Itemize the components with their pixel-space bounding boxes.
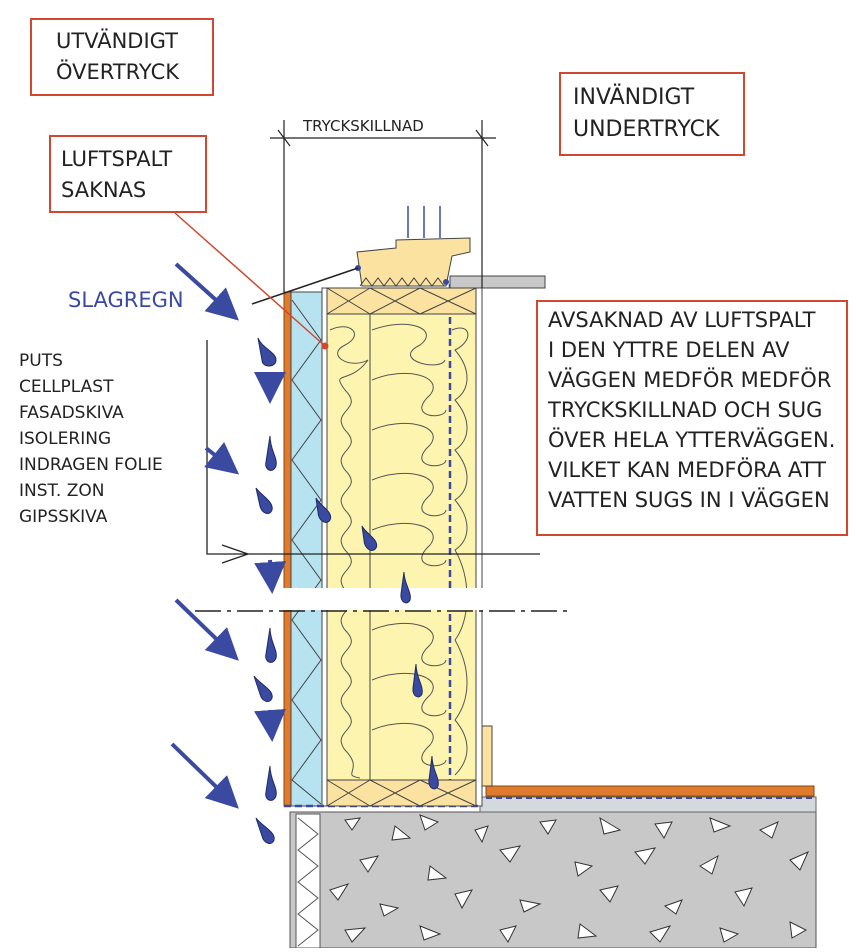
render-layer	[283, 291, 292, 807]
pressure-bracket	[206, 340, 540, 564]
layer-item: FASADSKIVA	[19, 403, 124, 423]
callout-outer-overpressure: UTVÄNDIGT ÖVERTRYCK	[30, 18, 214, 96]
window-frame	[356, 237, 471, 287]
insulation-pattern	[329, 323, 469, 779]
timber-plates	[326, 287, 477, 807]
callout-gap-line: SAKNAS	[61, 178, 147, 202]
skirting-board	[481, 725, 493, 787]
callout-explanation: AVSAKNAD AV LUFTSPALT I DEN YTTRE DELEN …	[536, 300, 848, 536]
callout-missing-air-gap: LUFTSPALT SAKNAS	[49, 135, 207, 213]
layer-item: GIPSSKIVA	[19, 507, 108, 527]
driving-rain-arrows	[170, 262, 287, 809]
layer-item: PUTS	[19, 351, 63, 371]
driving-rain-label: SLAGREGN	[68, 288, 184, 312]
explanation-line: VILKET KAN MEDFÖRA ATT	[548, 458, 826, 482]
seal-point-right	[443, 279, 449, 285]
sealant-zigzag	[359, 277, 445, 287]
explanation-line: VATTEN SUGS IN I VÄGGEN	[548, 488, 830, 512]
concrete-slab	[289, 811, 817, 949]
cellplast-layer	[290, 291, 323, 807]
callout-leader	[174, 212, 326, 347]
explanation-line: ÖVER HELA YTTERVÄGGEN.	[548, 428, 836, 452]
explanation-line: TRYCKSKILLNAD OCH SUG	[548, 398, 823, 422]
water-droplets	[253, 337, 439, 844]
layer-item: ISOLERING	[19, 429, 112, 449]
facade-board	[321, 287, 328, 807]
layer-item: INST. ZON	[19, 481, 105, 501]
explanation-line: AVSAKNAD AV LUFTSPALT	[548, 308, 816, 332]
layer-item: INDRAGEN FOLIE	[19, 455, 163, 475]
callout-outer-line: UTVÄNDIGT	[56, 29, 179, 53]
layer-list: PUTS CELLPLAST FASADSKIVA ISOLERING INDR…	[19, 348, 163, 530]
load-arrows	[407, 206, 441, 238]
callout-inner-line: UNDERTRYCK	[573, 117, 720, 142]
explanation-line: I DEN YTTRE DELEN AV	[548, 338, 790, 362]
gypsum-board	[475, 287, 483, 807]
pressure-dimension	[270, 120, 496, 292]
cellplast-hatch	[291, 299, 322, 805]
plinth-insulation	[295, 813, 321, 949]
callout-gap-line: LUFTSPALT	[61, 147, 173, 171]
floor-finish	[485, 785, 815, 797]
sill-plank	[449, 275, 546, 289]
layer-item: CELLPLAST	[19, 377, 114, 397]
insulation-layer	[326, 287, 482, 807]
callout-inner-underpressure: INVÄNDIGT UNDERTRYCK	[559, 72, 745, 156]
explanation-line: VÄGGEN MEDFÖR MEDFÖR	[548, 368, 832, 392]
section-break-gap	[200, 588, 570, 610]
callout-inner-line: INVÄNDIGT	[573, 85, 695, 110]
callout-leader-dot	[321, 342, 329, 350]
floor-screed	[479, 796, 817, 813]
pressure-difference-label: TRYCKSKILLNAD	[303, 117, 424, 135]
callout-outer-line: ÖVERTRYCK	[56, 60, 180, 84]
aggregate-marks	[329, 814, 809, 943]
plinth-insulation-zigzag	[297, 817, 319, 947]
flashing-line	[251, 267, 359, 305]
